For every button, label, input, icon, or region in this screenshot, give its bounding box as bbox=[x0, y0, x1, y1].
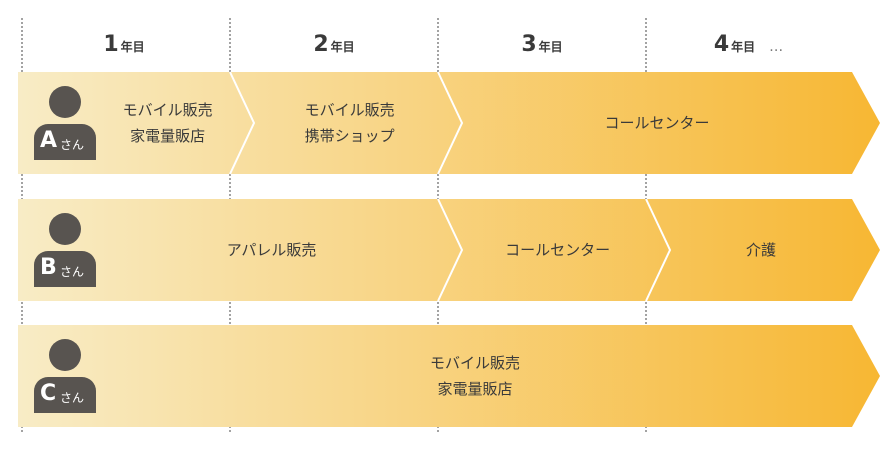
avatar-head bbox=[49, 213, 81, 245]
person-honorific: さん bbox=[60, 138, 85, 152]
career-segment-line: 家電量販店 bbox=[130, 127, 206, 145]
segment-divider-chevron bbox=[645, 198, 672, 302]
year-number: 1 bbox=[103, 32, 119, 57]
year-number: 4 bbox=[713, 32, 730, 57]
segment-divider-chevron bbox=[437, 71, 464, 175]
career-segment-line: コールセンター bbox=[604, 114, 710, 132]
person-a-arrow bbox=[18, 72, 880, 174]
year-unit: 年目 bbox=[330, 40, 355, 54]
year-unit: 年目 bbox=[538, 40, 563, 54]
person-letter: A bbox=[40, 128, 58, 153]
career-segment: コールセンター bbox=[462, 199, 653, 301]
person-b-arrow bbox=[18, 199, 880, 301]
segment-divider-chevron bbox=[229, 71, 256, 175]
career-segment: アパレル販売 bbox=[98, 199, 445, 301]
career-segment: モバイル販売携帯ショップ bbox=[254, 72, 445, 174]
career-segment: モバイル販売家電量販店 bbox=[98, 72, 237, 174]
segment-divider-chevron bbox=[437, 198, 464, 302]
year-number: 3 bbox=[521, 32, 537, 57]
career-segment-line: 介護 bbox=[745, 241, 776, 259]
person-c-arrow bbox=[18, 325, 880, 427]
career-segment-line: コールセンター bbox=[505, 241, 611, 259]
more-years-ellipsis: … bbox=[769, 39, 785, 55]
career-segment: 介護 bbox=[670, 199, 852, 301]
year-number: 2 bbox=[313, 32, 329, 57]
career-segment-line: 家電量販店 bbox=[437, 380, 513, 398]
career-segment-line: モバイル販売 bbox=[429, 354, 520, 372]
career-segment: コールセンター bbox=[462, 72, 852, 174]
career-segment-line: 携帯ショップ bbox=[304, 127, 395, 145]
avatar-head bbox=[49, 86, 81, 118]
person-letter: B bbox=[40, 255, 57, 280]
career-segment: モバイル販売家電量販店 bbox=[98, 325, 852, 427]
year-unit: 年目 bbox=[731, 40, 756, 54]
career-segment-line: モバイル販売 bbox=[122, 101, 213, 119]
person-honorific: さん bbox=[60, 391, 85, 405]
person-letter: C bbox=[40, 381, 57, 406]
year-unit: 年目 bbox=[120, 40, 145, 54]
person-honorific: さん bbox=[60, 265, 85, 279]
career-segment-line: モバイル販売 bbox=[304, 101, 395, 119]
career-segment-line: アパレル販売 bbox=[226, 241, 317, 259]
avatar-head bbox=[49, 339, 81, 371]
